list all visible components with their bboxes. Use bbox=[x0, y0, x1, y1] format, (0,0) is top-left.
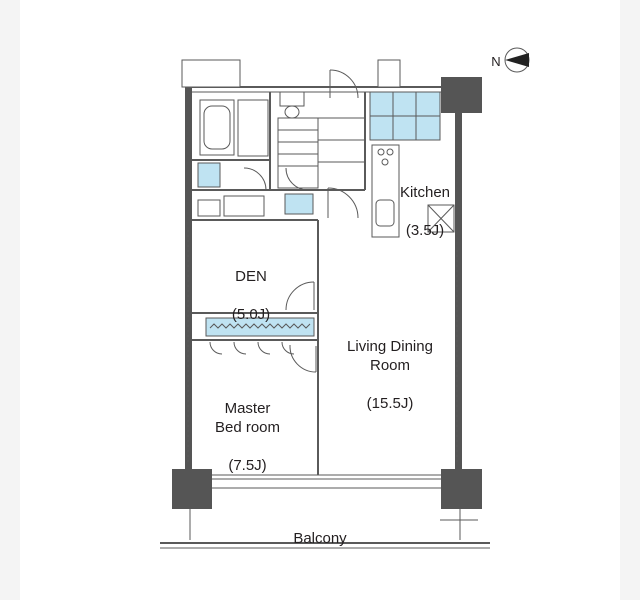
room-name-living: Living Dining Room bbox=[347, 338, 433, 374]
room-label-living: Living Dining Room (15.5J) bbox=[325, 318, 455, 432]
fridge-space bbox=[427, 204, 455, 233]
room-label-kitchen: Kitchen (3.5J) bbox=[395, 164, 455, 259]
storage-unit bbox=[223, 195, 265, 217]
room-name-den: DEN bbox=[235, 268, 267, 285]
interior-walls bbox=[192, 92, 366, 475]
kitchen-counter bbox=[371, 144, 400, 238]
bathtub bbox=[199, 99, 235, 156]
window-dashes bbox=[187, 230, 458, 465]
column-bottom-right bbox=[441, 469, 482, 509]
entrance-area bbox=[277, 117, 365, 189]
kitchen-counter-blue bbox=[369, 91, 441, 141]
room-name-master: Master Bed room bbox=[214, 400, 281, 436]
room-size-living: (15.5J) bbox=[366, 395, 414, 412]
room-label-den: DEN (5.0J) bbox=[216, 248, 286, 343]
column-bottom-left bbox=[172, 469, 212, 509]
room-name-balcony: Balcony bbox=[293, 530, 347, 547]
compass-label: N bbox=[491, 54, 500, 69]
den-closet bbox=[197, 199, 221, 217]
toilet bbox=[279, 91, 305, 119]
sink bbox=[375, 199, 395, 227]
column-top-right bbox=[441, 77, 482, 113]
floor-plan-sheet bbox=[20, 0, 620, 600]
balcony-outline bbox=[160, 487, 490, 549]
washroom-counter bbox=[237, 99, 269, 157]
shoe-cabinet bbox=[284, 193, 314, 215]
room-size-master: (7.5J) bbox=[228, 457, 267, 474]
room-size-kitchen: (3.5J) bbox=[405, 222, 445, 239]
door-swings bbox=[209, 69, 359, 373]
stove bbox=[377, 148, 394, 166]
north-arrow-icon bbox=[504, 47, 530, 73]
room-size-den: (5.0J) bbox=[231, 306, 271, 323]
laundry-pan bbox=[197, 162, 221, 188]
den-storage bbox=[205, 317, 315, 337]
room-label-balcony: Balcony bbox=[270, 510, 370, 567]
room-name-kitchen: Kitchen bbox=[399, 184, 451, 201]
room-label-master: Master Bed room (7.5J) bbox=[200, 380, 295, 494]
